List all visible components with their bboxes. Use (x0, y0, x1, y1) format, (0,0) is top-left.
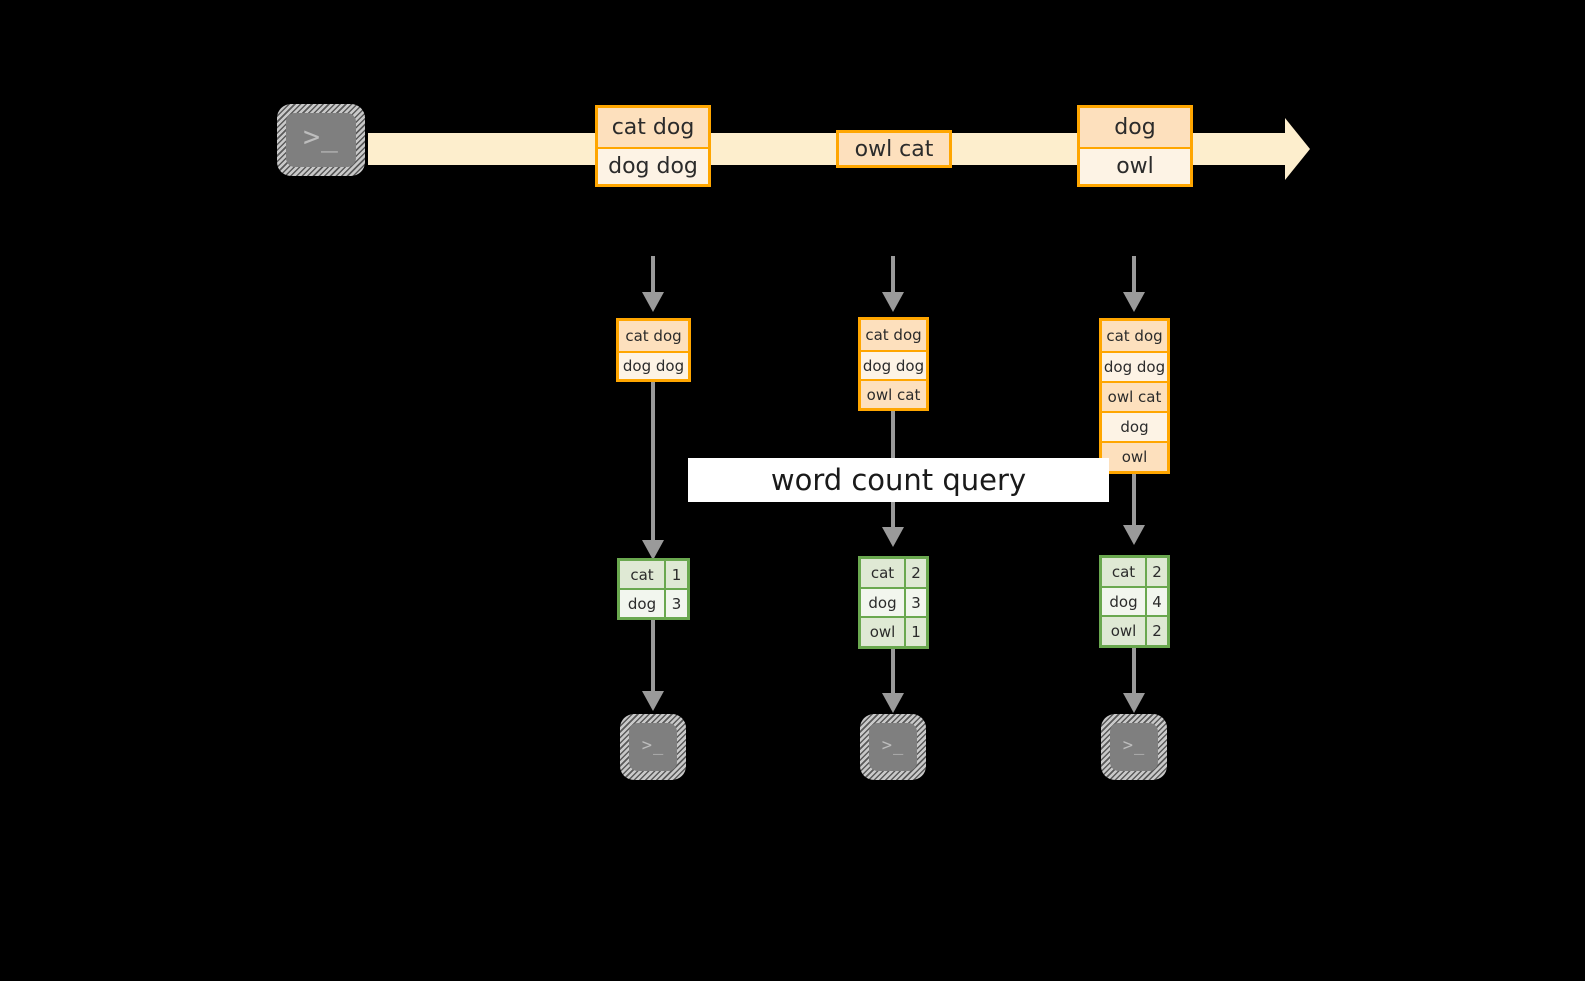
input-record: dog dog (619, 351, 688, 379)
table-row: dog 3 (861, 586, 926, 617)
result-to-sink-arrowhead (1123, 693, 1145, 713)
terminal-prompt-glyph: >_ (303, 120, 339, 154)
table-row: cat 2 (861, 559, 926, 587)
result-word: owl (861, 618, 904, 647)
result-count: 2 (904, 559, 926, 587)
snapshot-input-box-1[interactable]: cat dog dog dog (616, 318, 691, 382)
terminal-face (286, 113, 356, 167)
terminal-face (869, 723, 917, 771)
result-word: cat (861, 559, 904, 587)
stream-event-line: owl cat (839, 133, 949, 165)
sink-terminal-icon-2[interactable]: >_ (860, 714, 926, 780)
table-row: owl 1 (861, 616, 926, 647)
terminal-face (629, 723, 677, 771)
result-count: 2 (1145, 617, 1167, 646)
table-row: owl 2 (1102, 615, 1167, 646)
input-record: cat dog (861, 320, 926, 350)
input-to-result-line (1132, 474, 1136, 529)
terminal-prompt-glyph: >_ (1122, 734, 1146, 755)
stream-to-snapshot-arrowhead (642, 292, 664, 312)
stream-event-line: dog dog (598, 147, 708, 184)
input-to-result-arrowhead (882, 527, 904, 547)
input-record: cat dog (1102, 321, 1167, 351)
snapshot-input-box-2[interactable]: cat dog dog dog owl cat (858, 317, 929, 411)
stream-to-snapshot-dashed-line (891, 256, 895, 292)
stream-arrowhead (1285, 118, 1310, 180)
result-count: 3 (664, 590, 687, 617)
sink-terminal-icon-1[interactable]: >_ (620, 714, 686, 780)
input-to-result-arrowhead (642, 540, 664, 560)
input-record: cat dog (619, 321, 688, 351)
result-table-2[interactable]: cat 2 dog 3 owl 1 (858, 556, 929, 649)
snapshot-input-box-3[interactable]: cat dog dog dog owl cat dog owl (1099, 318, 1170, 474)
sink-terminal-icon-3[interactable]: >_ (1101, 714, 1167, 780)
result-to-sink-arrowhead (882, 693, 904, 713)
input-record: owl cat (1102, 381, 1167, 411)
query-label: word count query (688, 458, 1109, 502)
input-to-result-line (651, 382, 655, 544)
result-to-sink-line (1132, 648, 1136, 697)
stream-to-snapshot-dashed-line (1132, 256, 1136, 292)
result-count: 4 (1145, 587, 1167, 616)
input-record: owl cat (861, 379, 926, 408)
stream-to-snapshot-arrowhead (882, 292, 904, 312)
stream-event-line: cat dog (598, 108, 708, 147)
table-row: dog 4 (1102, 585, 1167, 616)
stream-event-box-1[interactable]: cat dog dog dog (595, 105, 711, 187)
result-word: cat (620, 561, 664, 588)
input-to-result-arrowhead (1123, 525, 1145, 545)
terminal-prompt-glyph: >_ (881, 734, 905, 755)
input-record: owl (1102, 441, 1167, 471)
result-word: dog (1102, 587, 1145, 616)
stream-to-snapshot-arrowhead (1123, 292, 1145, 312)
terminal-face (1110, 723, 1158, 771)
result-count: 1 (904, 618, 926, 647)
result-word: dog (620, 590, 664, 617)
result-count: 2 (1145, 558, 1167, 586)
stream-event-box-3[interactable]: dog owl (1077, 105, 1193, 187)
terminal-prompt-glyph: >_ (641, 734, 665, 755)
result-to-sink-line (891, 649, 895, 697)
stream-event-box-2[interactable]: owl cat (836, 130, 952, 168)
result-to-sink-arrowhead (642, 691, 664, 711)
input-record: dog dog (1102, 351, 1167, 381)
result-table-3[interactable]: cat 2 dog 4 owl 2 (1099, 555, 1170, 648)
table-row: dog 3 (620, 588, 687, 617)
result-word: dog (861, 588, 904, 617)
input-record: dog dog (861, 350, 926, 379)
stream-to-snapshot-dashed-line (651, 256, 655, 292)
result-word: owl (1102, 617, 1145, 646)
result-table-1[interactable]: cat 1 dog 3 (617, 558, 690, 620)
source-terminal-icon[interactable]: >_ (277, 104, 365, 176)
result-count: 3 (904, 588, 926, 617)
stream-event-line: owl (1080, 147, 1190, 184)
table-row: cat 1 (620, 561, 687, 588)
input-record: dog (1102, 411, 1167, 441)
result-to-sink-line (651, 620, 655, 695)
result-count: 1 (664, 561, 687, 588)
table-row: cat 2 (1102, 558, 1167, 586)
result-word: cat (1102, 558, 1145, 586)
stream-event-line: dog (1080, 108, 1190, 147)
